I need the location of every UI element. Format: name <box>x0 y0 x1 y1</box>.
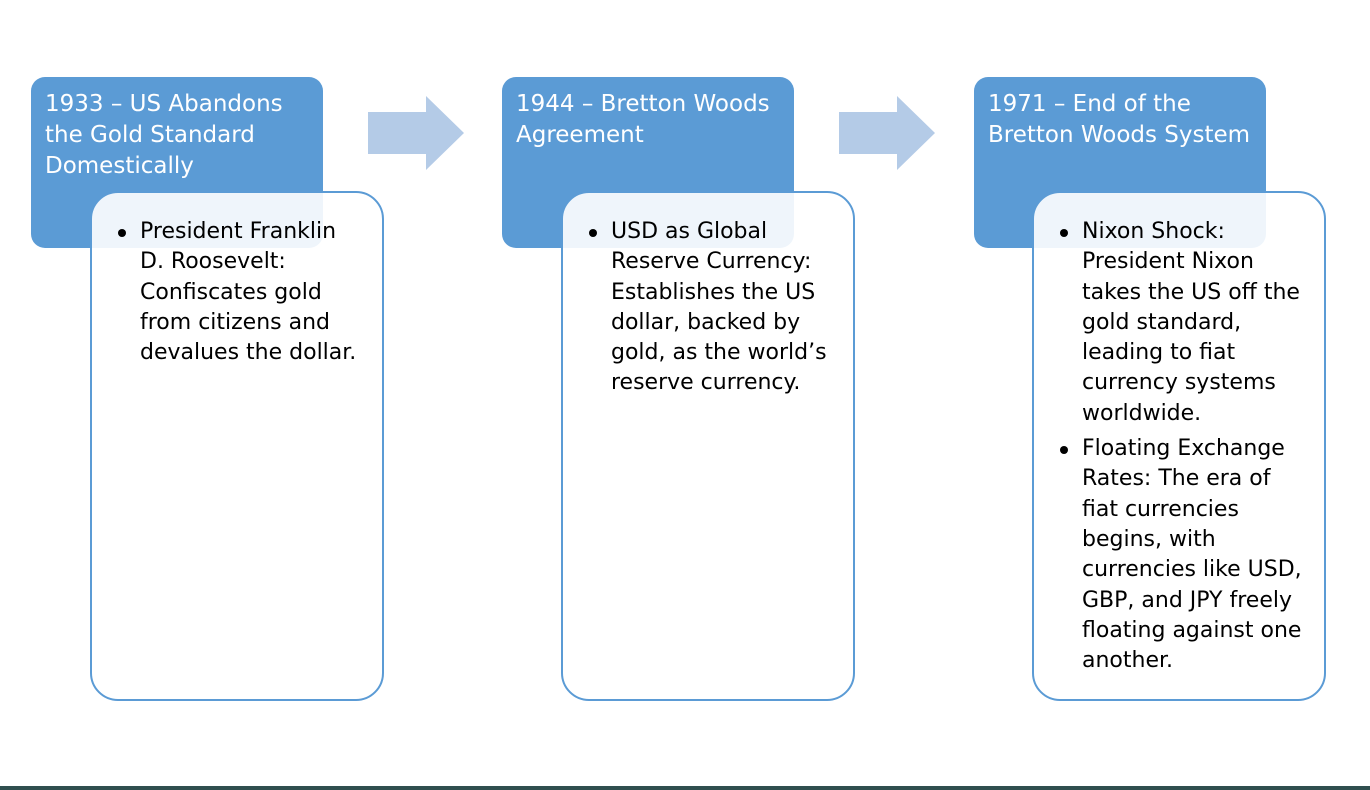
stage-1-header: 1933 – US Abandons the Gold Standard Dom… <box>31 77 323 248</box>
bullet-dot-icon <box>1060 229 1068 237</box>
stage-3-bullet-2: Floating Exchange Rates: The era of fiat… <box>1056 434 1306 676</box>
bullet-dot-icon <box>118 229 126 237</box>
stage-2-bullet-1: USD as Global Reserve Currency: Establis… <box>585 217 835 399</box>
stage-3-bullet-2-text: Floating Exchange Rates: The era of fiat… <box>1082 436 1302 674</box>
stage-3-details: Nixon Shock: President Nixon takes the U… <box>1032 191 1326 701</box>
stage-2-details: USD as Global Reserve Currency: Establis… <box>561 191 855 701</box>
stage-3-bullet-1-text: Nixon Shock: President Nixon takes the U… <box>1082 219 1300 426</box>
stage-1-details: President Franklin D. Roosevelt: Confisc… <box>90 191 384 701</box>
bullet-dot-icon <box>1060 446 1068 455</box>
stage-1-bullet-1: President Franklin D. Roosevelt: Confisc… <box>114 217 364 368</box>
stage-1-bullet-list: President Franklin D. Roosevelt: Confisc… <box>114 217 364 368</box>
stage-2-header-text: 1944 – Bretton Woods Agreement <box>516 91 770 148</box>
stage-3-bullet-list: Nixon Shock: President Nixon takes the U… <box>1056 217 1306 676</box>
right-arrow-icon <box>839 96 935 170</box>
stage-3-bullet-1: Nixon Shock: President Nixon takes the U… <box>1056 217 1306 429</box>
stage-3-header: 1971 – End of the Bretton Woods System <box>974 77 1266 248</box>
stage-2-bullet-list: USD as Global Reserve Currency: Establis… <box>585 217 835 399</box>
right-arrow-icon <box>368 96 464 170</box>
stage-1-header-text: 1933 – US Abandons the Gold Standard Dom… <box>45 91 283 179</box>
stage-2-bullet-1-text: USD as Global Reserve Currency: Establis… <box>611 219 827 396</box>
bullet-dot-icon <box>589 229 597 237</box>
stage-3-header-text: 1971 – End of the Bretton Woods System <box>988 91 1251 148</box>
stage-1-bullet-1-text: President Franklin D. Roosevelt: Confisc… <box>140 219 357 366</box>
footer-divider <box>0 786 1370 790</box>
